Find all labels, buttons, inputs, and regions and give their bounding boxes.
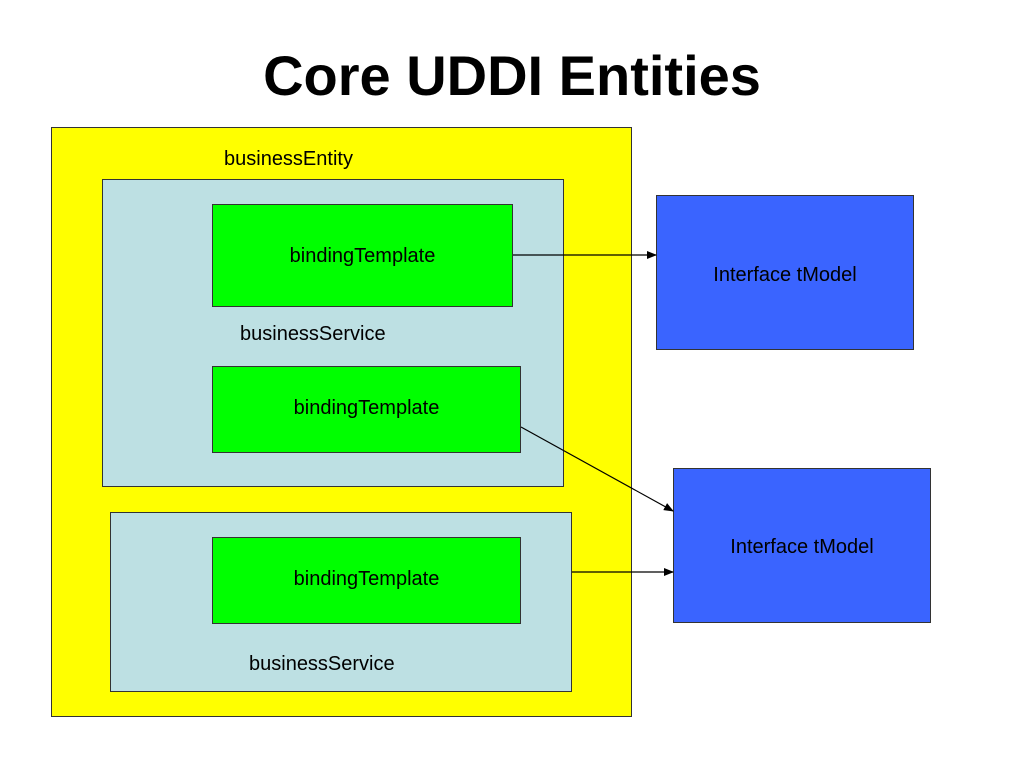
binding-template-label-2: bindingTemplate — [293, 397, 440, 419]
business-service-label-1: businessService — [240, 323, 386, 345]
binding-template-box-2: bindingTemplate — [212, 366, 521, 453]
slide-title: Core UDDI Entities — [263, 44, 761, 107]
binding-template-label-1: bindingTemplate — [289, 245, 436, 267]
tmodel-box-1: Interface tModel — [656, 195, 914, 350]
business-entity-label: businessEntity — [224, 148, 353, 170]
tmodel-box-2: Interface tModel — [673, 468, 931, 623]
tmodel-label-2: Interface tModel — [730, 536, 874, 558]
binding-template-label-3: bindingTemplate — [293, 568, 440, 590]
binding-template-box-3: bindingTemplate — [212, 537, 521, 624]
tmodel-label-1: Interface tModel — [713, 264, 857, 286]
binding-template-box-1: bindingTemplate — [212, 204, 513, 307]
business-service-label-2: businessService — [249, 653, 395, 675]
